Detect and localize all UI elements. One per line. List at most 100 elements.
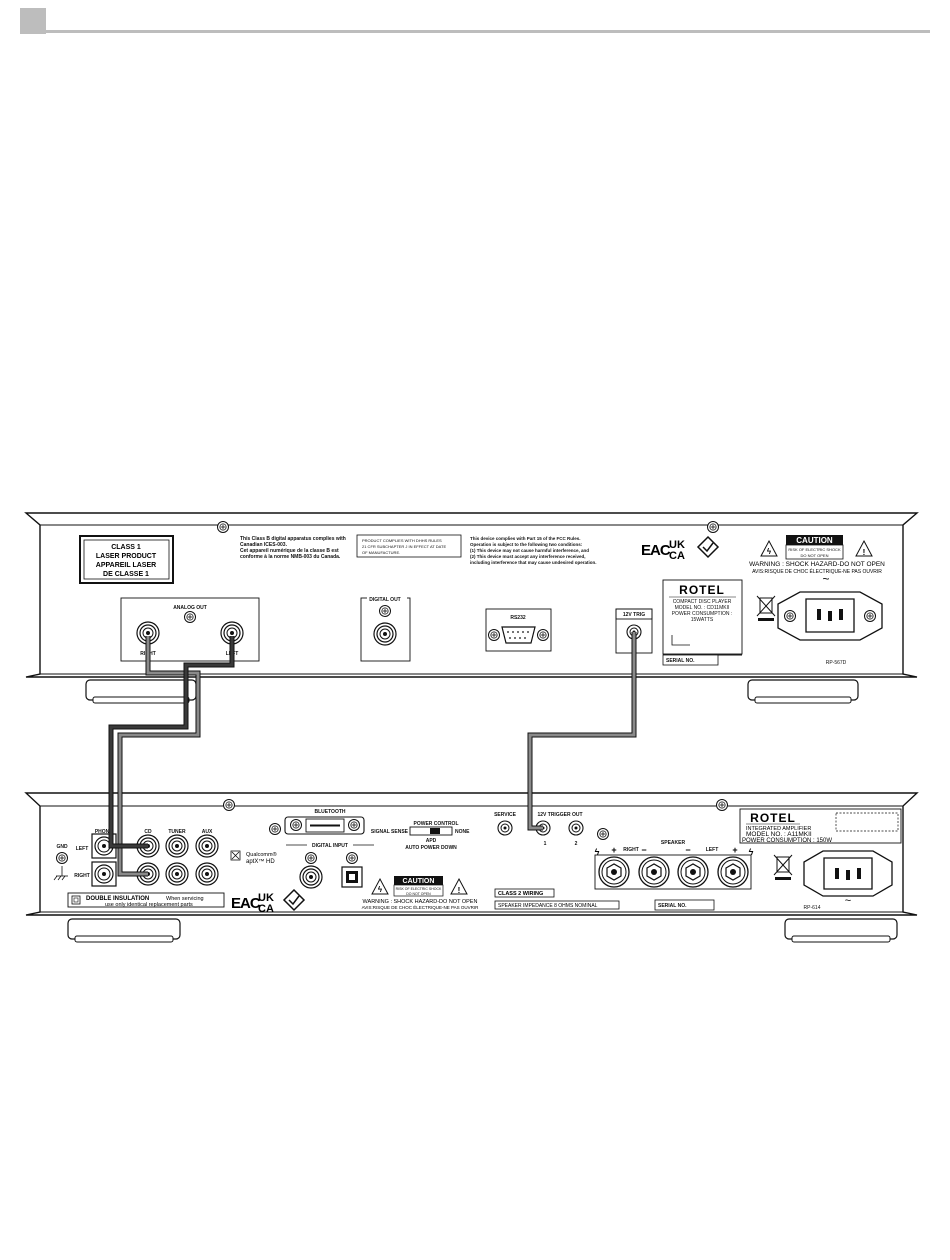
digital-out-coax-jack[interactable] (373, 622, 397, 646)
bluetooth-antenna-port[interactable]: BLUETOOTH (284, 809, 365, 835)
power-control-label: POWER CONTROL (414, 821, 459, 827)
ukca-mark-top: UK (258, 892, 274, 904)
fcc-line: (2) This device must accept any interfer… (470, 554, 586, 559)
input-left-label: LEFT (76, 846, 89, 852)
digital-input-label: DIGITAL INPUT (312, 843, 348, 849)
plus-sign: + (611, 845, 616, 855)
speaker-left-minus-terminal[interactable] (677, 856, 709, 888)
trigger-out-1-label: 1 (544, 841, 547, 847)
class2-box (494, 888, 555, 898)
ukca-mark-bottom: CA (669, 550, 685, 562)
amp-rating-plate: ROTEL INTEGRATED AMPLIFIER MODEL NO. : A… (739, 808, 902, 844)
serial-label: SERIAL NO. (666, 658, 695, 664)
svg-text:ϟ: ϟ (767, 547, 772, 556)
trigger-label: 12V TRIG (623, 612, 645, 618)
amp-screw (346, 852, 358, 864)
amp-screw (716, 799, 728, 811)
aux-right-jack[interactable] (195, 862, 219, 886)
laser-product-label: CLASS 1 LASER PRODUCT APPAREIL LASER DE … (79, 535, 174, 584)
model-line: POWER CONSUMPTION : (672, 611, 733, 617)
trigger-cable (527, 632, 637, 831)
caution-title: CAUTION (403, 878, 435, 885)
cd-player: CLASS 1 LASER PRODUCT APPAREIL LASER DE … (24, 512, 919, 704)
ground-terminal[interactable] (56, 852, 68, 864)
model-line: POWER CONSUMPTION : 150W (742, 838, 832, 844)
trigger-out-label: 12V TRIGGER OUT (537, 812, 582, 818)
double-insulation-use: use only identical replacement parts (105, 902, 193, 908)
amplifier: PHONO CD TUNER AUX GND LEFT RIGHT DOUBLE… (24, 792, 919, 943)
qualcomm-text: Qualcomm® (246, 851, 277, 858)
dhhs-line: 21 CFR SUBCHAPTER J IN EFFECT AT DATE (362, 544, 446, 549)
cd-ac-inlet[interactable]: ~ (777, 572, 883, 641)
amp-screw (597, 828, 609, 840)
rs232-port[interactable]: RS232 (485, 608, 552, 652)
plus-sign: + (732, 845, 737, 855)
ices-compliance-text: This Class B digital apparatus complies … (240, 536, 346, 560)
svg-text:!: ! (458, 886, 461, 895)
digital-out-label: DIGITAL OUT (369, 597, 400, 603)
speaker-left-plus-terminal[interactable] (717, 856, 749, 888)
model-line: COMPACT DISC PLAYER (673, 599, 732, 605)
speaker-label: SPEAKER (661, 840, 686, 846)
model-line: 15WATTS (691, 617, 714, 623)
caution-title: CAUTION (796, 536, 833, 545)
model-line: MODEL NO. : A11MKII (746, 831, 812, 838)
caution-sub: RISK OF ELECTRIC SHOCK (396, 887, 442, 891)
amp-screw (269, 823, 281, 835)
phono-right-jack[interactable] (91, 861, 117, 887)
amp-ac-inlet[interactable]: ~ (803, 850, 893, 907)
ices-line: Canadian ICES-003. (240, 542, 288, 548)
cd-input-label: CD (144, 829, 152, 835)
fcc-line: This device complies with Part 15 of the… (470, 536, 581, 541)
rp-code: RP-567D (826, 660, 847, 666)
service-label: SERVICE (494, 812, 517, 818)
header-page-tab (20, 8, 46, 34)
caution-sub: RISK OF ELECTRIC SHOCK (788, 547, 841, 552)
gnd-label: GND (56, 844, 68, 850)
speaker-right-minus-terminal[interactable] (638, 856, 670, 888)
model-line: INTEGRATED AMPLIFIER (746, 826, 811, 832)
cd-caution-label: ϟ ! CAUTION RISK OF ELECTRIC SHOCK DO NO… (749, 535, 885, 575)
power-control-switch[interactable]: POWER CONTROL SIGNAL SENSE NONE APD AUTO… (371, 821, 470, 851)
laser-line-2: LASER PRODUCT (96, 553, 157, 560)
warning-text-fr: AVIS:RISQUE DE CHOC ÉLECTRIQUE-NE PAS OU… (362, 904, 480, 910)
fcc-line: Operation is subject to the following tw… (470, 542, 583, 547)
ices-line: Cet appareil numérique de la classe B es… (240, 548, 339, 554)
service-port[interactable] (497, 820, 513, 836)
amp-caution-label: ϟ ! CAUTION RISK OF ELECTRIC SHOCK DO NO… (362, 876, 480, 910)
qualcomm-aptx-logo: Qualcomm® aptX™ HD (230, 850, 277, 865)
minus-sign: − (685, 845, 690, 855)
coaxial-digital-input-jack[interactable] (299, 865, 323, 889)
rotel-logo: ROTEL (750, 811, 796, 825)
optical-digital-input-jack[interactable] (341, 866, 363, 888)
dhhs-line: OF MANUFACTURE. (362, 550, 400, 555)
aux-label: AUX (202, 829, 213, 835)
minus-sign: − (641, 845, 646, 855)
speaker-right-plus-terminal[interactable] (598, 856, 630, 888)
warning-text: WARNING : SHOCK HAZARD-DO NOT OPEN (363, 899, 478, 905)
rcm-mark-icon (282, 888, 306, 912)
aux-left-jack[interactable] (195, 834, 219, 858)
aptx-hd-text: aptX™ HD (246, 858, 275, 865)
double-insulation-when: When servicing (166, 896, 204, 902)
double-insulation-label: DOUBLE INSULATION When servicing use onl… (67, 892, 225, 908)
fcc-line: (1) This device may not cause harmful in… (470, 548, 589, 553)
rs232-label: RS232 (510, 615, 526, 621)
header-rule (20, 30, 930, 33)
rp-code: RP-614 (804, 905, 821, 911)
tuner-right-jack[interactable] (165, 862, 189, 886)
tuner-left-jack[interactable] (165, 834, 189, 858)
analog-cable-left (108, 636, 235, 849)
none-label: NONE (455, 829, 470, 835)
eac-mark: EAC (641, 542, 671, 559)
trigger-out-2-jack[interactable] (568, 820, 584, 836)
cd-rating-plate: ROTEL COMPACT DISC PLAYER MODEL NO. : CD… (662, 579, 743, 666)
svg-text:!: ! (863, 548, 866, 557)
dhhs-line: PRODUCT COMPLIES WITH DHHS RULES (362, 538, 442, 543)
amp-screw (305, 852, 317, 864)
fcc-compliance-text: This device complies with Part 15 of the… (470, 536, 597, 565)
ground-symbol-icon (53, 866, 68, 881)
ices-line: This Class B digital apparatus complies … (240, 536, 346, 542)
double-insulation-title: DOUBLE INSULATION (86, 896, 149, 902)
apd-label: APD (426, 838, 437, 844)
